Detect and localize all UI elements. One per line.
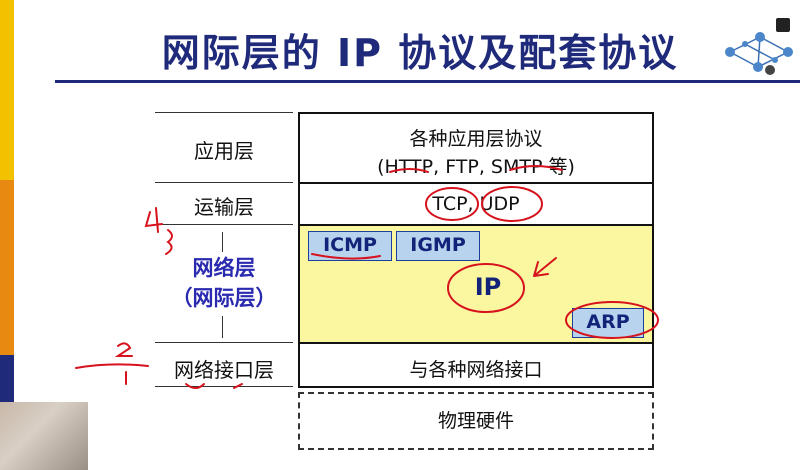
slide-title: 网际层的 IP 协议及配套协议 xyxy=(161,31,679,75)
transport-layer-label: 运输层 xyxy=(194,195,254,219)
label-divider-transport-network xyxy=(155,224,293,225)
application-layer-box: 各种应用层协议 (HTTP, FTP, SMTP 等) xyxy=(298,112,654,184)
sidebar-accent-bar xyxy=(0,0,14,470)
transport-protocols-text: TCP, UDP xyxy=(432,193,520,215)
label-divider-app-transport xyxy=(155,182,293,183)
label-divider-bottom xyxy=(155,386,293,387)
arp-protocol-box: ARP xyxy=(572,308,644,338)
interface-layer-label: 网络接口层 xyxy=(174,358,274,382)
annotation-mark-2 xyxy=(114,342,133,357)
label-divider-top xyxy=(155,112,293,113)
title-underline xyxy=(55,80,800,83)
icmp-protocol-box: ICMP xyxy=(308,231,392,261)
annotation-mark-3 xyxy=(165,229,173,255)
igmp-protocol-box: IGMP xyxy=(396,231,480,261)
label-divider-network-interface xyxy=(155,342,293,343)
network-logo-icon xyxy=(725,18,793,75)
sidebar-segment-yellow xyxy=(0,0,14,180)
interface-layer-box: 与各种网络接口 xyxy=(298,342,654,388)
annotation-mark-interface-dash xyxy=(75,363,149,369)
transport-layer-box: TCP, UDP xyxy=(298,182,654,226)
network-layer-alt-label: （网际层） xyxy=(171,286,277,310)
application-protocols-examples: (HTTP, FTP, SMTP 等) xyxy=(377,156,575,178)
interface-layer-text: 与各种网络接口 xyxy=(409,359,543,381)
physical-hardware-box: 物理硬件 xyxy=(298,392,654,450)
presenter-webcam-thumbnail xyxy=(0,402,88,470)
network-span-line-upper xyxy=(222,232,223,252)
ip-protocol-label: IP xyxy=(474,273,502,301)
sidebar-segment-orange xyxy=(0,180,14,355)
network-layer-label: 网络层 xyxy=(192,256,256,280)
application-protocols-text: 各种应用层协议 xyxy=(409,128,543,150)
network-span-line-lower xyxy=(222,316,223,338)
application-layer-label: 应用层 xyxy=(194,139,254,163)
